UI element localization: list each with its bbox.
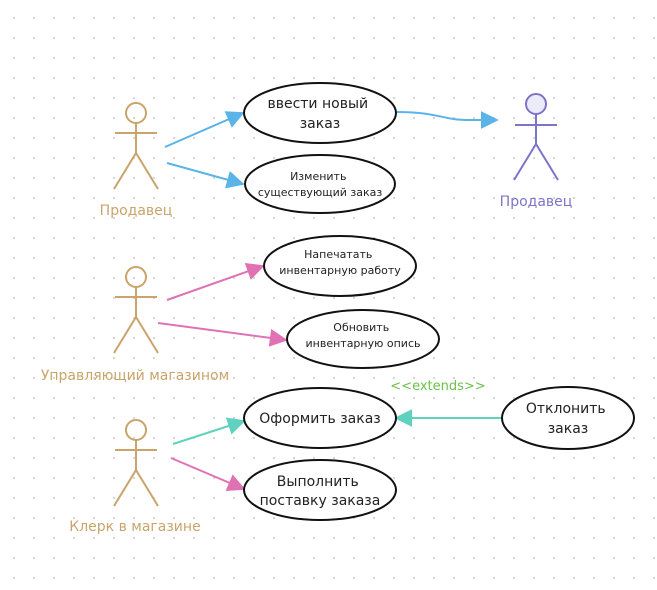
assoc-clerk-place-order[interactable] <box>172 417 246 445</box>
actor-seller-right-label: Продавец <box>500 194 573 210</box>
assoc-clerk-fulfill-order[interactable] <box>170 457 246 491</box>
actor-manager[interactable] <box>113 266 159 354</box>
use-case-print-inventory-line1: Напечатать <box>304 248 372 261</box>
use-case-fulfill-order[interactable]: Выполнить поставку заказа <box>243 459 397 521</box>
actor-clerk[interactable] <box>113 419 159 507</box>
use-case-print-inventory[interactable]: Напечатать инвентарную работу <box>263 235 417 297</box>
assoc-enter-order-seller-right[interactable] <box>395 111 499 129</box>
use-case-enter-order-line2: заказ <box>300 116 341 132</box>
actor-seller-head <box>125 102 147 124</box>
use-case-update-inventory-line2: инвентарную опись <box>306 337 421 350</box>
use-case-fulfill-order-line2: поставку заказа <box>260 493 381 509</box>
svg-text:Оформить заказ: Оформить заказ <box>259 411 380 427</box>
use-case-change-order-line1: Изменить <box>290 170 346 183</box>
use-case-print-inventory-line2: инвентарную работу <box>279 264 401 277</box>
actor-clerk-head <box>125 419 147 441</box>
actor-seller[interactable] <box>113 102 159 190</box>
assoc-seller-enter-order[interactable] <box>164 111 245 148</box>
use-case-enter-order[interactable]: ввести новый заказ <box>243 82 397 144</box>
svg-text:Обновить инвентарную опи: Обновить инвентарную опись <box>306 321 421 350</box>
svg-text:Изменить существующий за: Изменить существующий заказ <box>258 170 383 199</box>
use-case-update-inventory-line1: Обновить <box>333 321 389 334</box>
use-case-reject-order-line2: заказ <box>548 421 589 437</box>
actor-seller-right[interactable] <box>513 93 559 181</box>
use-case-reject-order-line1: Отклонить <box>526 401 606 417</box>
actor-manager-label: Управляющий магазином <box>41 368 229 384</box>
svg-text:Напечатать инвентарную р: Напечатать инвентарную работу <box>279 248 401 277</box>
use-case-place-order[interactable]: Оформить заказ <box>243 387 397 449</box>
use-case-change-order[interactable]: Изменить существующий заказ <box>244 154 396 214</box>
actor-seller-label: Продавец <box>100 203 173 219</box>
extends-label: <<extends>> <box>390 379 485 394</box>
use-case-reject-order[interactable]: Отклонить заказ <box>501 386 635 450</box>
use-case-place-order-line1: Оформить заказ <box>259 411 380 427</box>
use-case-fulfill-order-line1: Выполнить <box>277 474 359 490</box>
assoc-manager-update-inventory[interactable] <box>157 322 288 347</box>
assoc-manager-print-inventory[interactable] <box>166 262 265 301</box>
use-case-enter-order-line1: ввести новый <box>267 96 368 112</box>
actor-manager-head <box>125 266 147 288</box>
actor-clerk-label: Клерк в магазине <box>69 519 200 535</box>
assoc-seller-change-order[interactable] <box>166 162 245 189</box>
svg-text:Выполнить поставку заказ: Выполнить поставку заказа <box>260 474 381 509</box>
use-case-change-order-line2: существующий заказ <box>258 186 383 199</box>
use-case-update-inventory[interactable]: Обновить инвентарную опись <box>286 309 440 369</box>
actor-seller-right-head <box>525 93 547 115</box>
svg-text:ввести новый заказ: ввести новый заказ <box>267 96 372 132</box>
svg-text:Отклонить заказ: Отклонить заказ <box>526 401 610 437</box>
